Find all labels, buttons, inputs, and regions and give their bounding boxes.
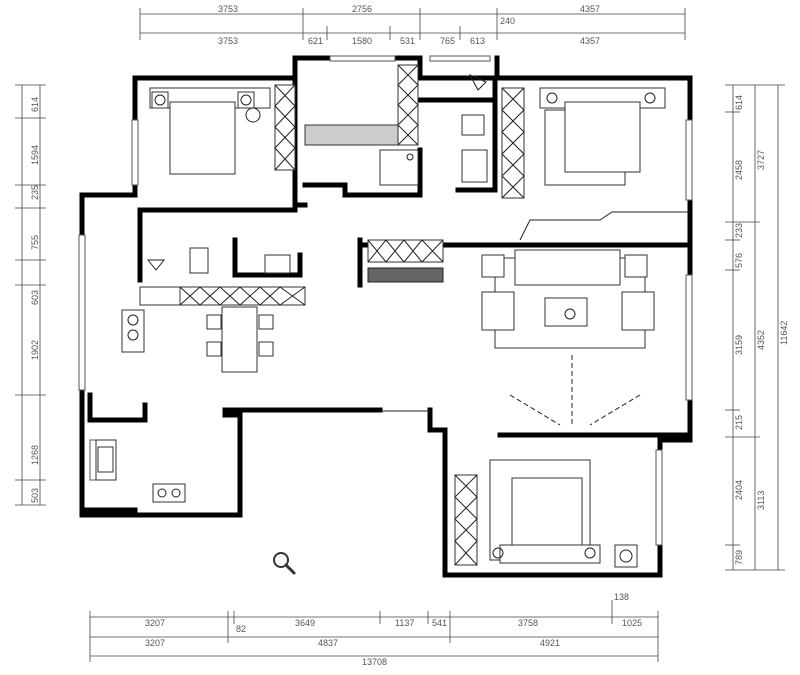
dim-left-5: 603 (30, 290, 40, 305)
dim-bottom-total: 13708 (362, 657, 387, 667)
wardrobe-3 (454, 474, 478, 566)
dim-bottom-row2-3: 4921 (540, 638, 560, 648)
plant (468, 73, 487, 91)
bathroom-cabinet (397, 64, 419, 146)
master-bedroom (501, 87, 690, 241)
dim-right-7: 2404 (734, 480, 744, 500)
dim-right-outer-2: 4352 (756, 330, 766, 350)
top-dimensions: 3753 621 1580 531 765 613 4357 3753 2756… (139, 4, 686, 46)
fridge (121, 309, 145, 353)
kitchen-cabinet-row (179, 286, 306, 306)
dim-bottom-extra: 138 (614, 592, 629, 602)
dim-left-1: 614 (30, 97, 40, 112)
dim-bottom-row2-2: 4837 (318, 638, 338, 648)
dim-left-6: 1902 (30, 340, 40, 360)
dim-top-3: 1580 (352, 36, 372, 46)
dim-left-7: 1268 (30, 445, 40, 465)
dim-right-6: 215 (734, 415, 744, 430)
dim-top-row0-3: 240 (500, 16, 515, 26)
study (461, 73, 488, 183)
shower-partition (304, 124, 401, 146)
right-dimensions: 614 2458 233 576 3159 215 2404 789 3727 … (725, 84, 789, 571)
magnifier-icon[interactable] (271, 550, 297, 576)
dining-table (221, 306, 258, 373)
dim-left-2: 1594 (30, 145, 40, 165)
bay-window-seat (519, 211, 690, 241)
wardrobe-1 (274, 84, 296, 171)
dim-top-5: 765 (440, 36, 455, 46)
dim-bottom-6: 3758 (518, 618, 538, 628)
bottom-dimensions: 3207 82 3649 1137 541 3758 1025 138 3207… (89, 592, 659, 667)
dim-left-3: 235 (30, 185, 40, 200)
dim-top-6: 613 (470, 36, 485, 46)
coffee-table (544, 297, 588, 327)
dim-top-7: 4357 (580, 36, 600, 46)
tv-cabinet (367, 239, 444, 263)
dim-right-2: 2458 (734, 160, 744, 180)
dim-left-8: 503 (30, 488, 40, 503)
dim-right-outer-3: 3113 (756, 491, 766, 510)
kitchen-dining (95, 247, 306, 503)
dim-bottom-1: 3207 (145, 618, 165, 628)
shower-tray (379, 149, 419, 186)
plant (146, 259, 166, 271)
dim-top-4: 531 (400, 36, 415, 46)
bedroom-3 (454, 459, 638, 568)
chair (461, 114, 485, 136)
dim-top-2: 621 (308, 36, 323, 46)
kitchen-counter (95, 439, 186, 503)
windows (78, 55, 693, 546)
dim-right-8: 789 (734, 550, 744, 565)
dim-right-1: 614 (734, 95, 744, 110)
double-bed (169, 101, 236, 175)
bedroom-1-furniture (149, 84, 296, 175)
dim-top-row0-1: 3753 (218, 4, 238, 14)
dim-right-total: 11642 (779, 321, 789, 345)
sofa (514, 249, 621, 286)
dim-left-4: 755 (30, 235, 40, 250)
dim-right-outer-1: 3727 (756, 150, 766, 170)
dim-right-5: 3159 (734, 335, 744, 355)
dim-right-4: 576 (734, 253, 744, 268)
dim-top-row0-4: 4357 (580, 4, 600, 14)
dim-bottom-row2-1: 3207 (145, 638, 165, 648)
dim-bottom-7: 1025 (622, 618, 642, 628)
dim-top-1: 3753 (218, 36, 238, 46)
wardrobe-2 (501, 87, 525, 199)
desk (461, 149, 488, 183)
living-room (367, 239, 655, 426)
dim-bottom-3: 3649 (295, 618, 315, 628)
chair (189, 247, 209, 274)
left-dimensions: 614 1594 235 755 603 1902 1268 503 (15, 84, 46, 506)
dim-bottom-4: 1137 (395, 618, 414, 628)
dim-bottom-5: 541 (432, 618, 447, 628)
tv-unit (367, 267, 444, 283)
dim-top-row0-2: 2756 (352, 4, 372, 14)
bathroom (304, 64, 419, 186)
dim-bottom-2: 82 (236, 624, 246, 634)
dim-right-3: 233 (734, 223, 744, 238)
